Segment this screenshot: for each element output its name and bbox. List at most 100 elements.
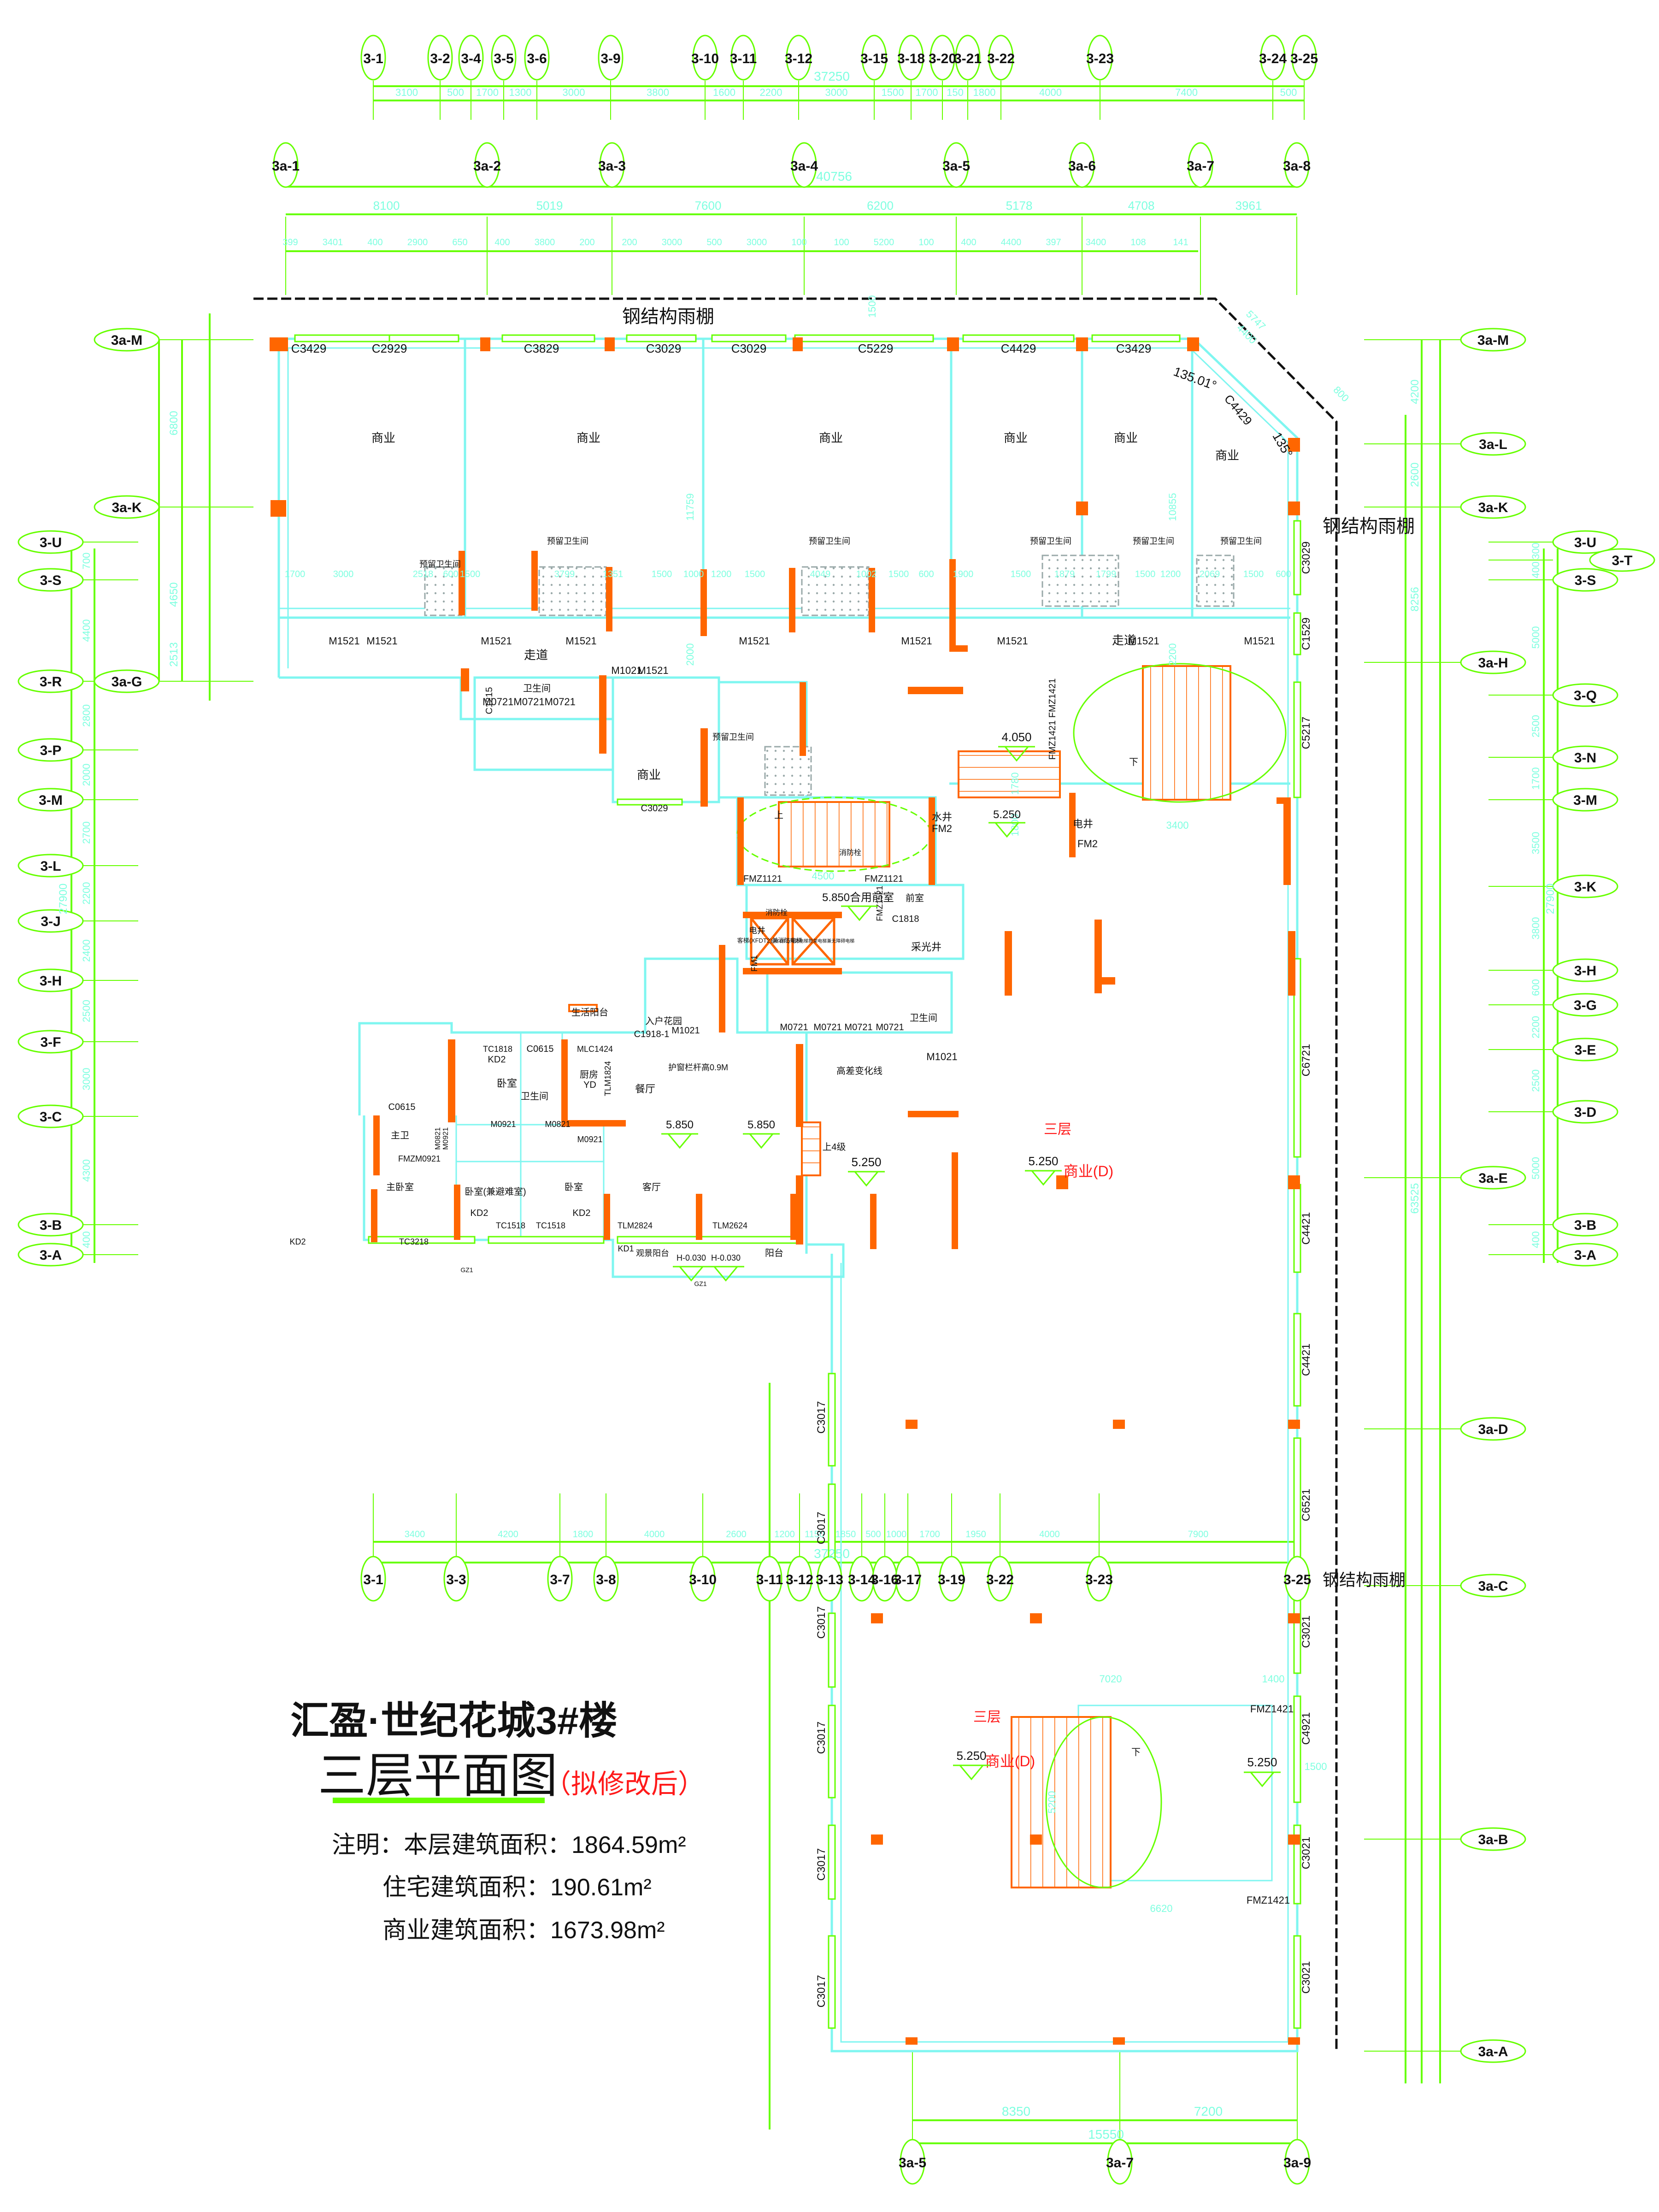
residence-c0615-b: C0615 <box>388 1102 416 1112</box>
dimension-corridor: 3799 <box>554 569 575 579</box>
room-label: 卫生间 <box>523 683 551 694</box>
dimension-left: 2200 <box>81 882 92 905</box>
dimension-right: 5000 <box>1530 626 1541 649</box>
stairs <box>736 663 1287 1888</box>
axis-right: 3-K <box>1574 879 1597 895</box>
axis-left-3a: 3a-K <box>112 500 141 515</box>
column <box>270 337 288 351</box>
wall-segment <box>459 551 465 615</box>
dimension-bottom-total: 37250 <box>814 1546 850 1561</box>
axis-top-bubble <box>861 35 887 81</box>
axis-right-bubble <box>1552 1213 1618 1237</box>
axis-top: 3-5 <box>494 51 513 66</box>
axis-left: 3-R <box>40 674 62 690</box>
level-marker-icon <box>998 746 1035 762</box>
dimension-top-3a-detail: 141 <box>1173 237 1188 248</box>
window-right-5 <box>1293 1184 1301 1273</box>
column <box>1288 438 1300 452</box>
dimension-shop-depth-2: 10855 <box>1167 493 1178 521</box>
dimension-bottom: 500 <box>865 1529 881 1540</box>
axis-top-3a-bubble <box>791 142 817 188</box>
revision-status: （拟修改后） <box>544 1769 705 1799</box>
dimension-top-3a-detail: 400 <box>494 237 510 248</box>
axis-top-3a: 3a-7 <box>1187 159 1214 174</box>
dimension-top-total: 37250 <box>814 69 850 83</box>
axis-top: 3-1 <box>363 51 383 66</box>
axis-top-3a-bubble <box>599 142 625 188</box>
residence-m0821-b: M0821 <box>434 1127 442 1150</box>
level-marker-icon <box>1025 1170 1062 1186</box>
axis-right-3a-bubble <box>1460 1574 1526 1598</box>
axis-bottom-bubble <box>690 1556 716 1602</box>
axis-bottom: 3-13 <box>816 1572 843 1587</box>
dimension-corridor: 2069 <box>1200 569 1220 579</box>
axis-left: 3-B <box>40 1218 62 1233</box>
residence-view-balcony: 观景阳台 <box>636 1249 669 1258</box>
door-label: M1021 <box>611 665 642 676</box>
dimension-top-3a-detail: 397 <box>1046 237 1061 248</box>
window-lower-3 <box>828 1612 836 1688</box>
axis-bottom-bubble <box>443 1556 469 1602</box>
dimension-top-3a-detail: 2900 <box>407 237 428 248</box>
window-top-4 <box>626 334 697 342</box>
axis-right-3a: 3a-E <box>1478 1171 1507 1186</box>
wall-segment <box>790 1194 797 1240</box>
note-residential-area: 住宅建筑面积：190.61m² <box>382 1874 652 1901</box>
residence-bedroom-1: 卧室 <box>497 1078 517 1089</box>
door-label: M1521 <box>637 665 668 676</box>
dimension-right: 2200 <box>1530 1016 1541 1038</box>
level-marker-icon <box>841 905 878 921</box>
wall-segment <box>869 568 875 632</box>
dimension-right-3a: 8256 <box>1409 587 1421 611</box>
dimension-corridor: 1500 <box>745 569 765 579</box>
dimension-left: 2400 <box>81 939 92 962</box>
door-label: FMZ1121 <box>865 874 903 884</box>
lift-cross <box>750 917 789 965</box>
lifts <box>743 912 842 974</box>
wall-segment <box>737 797 744 885</box>
axis-bottom-3a: 3a-7 <box>1106 2155 1134 2171</box>
door-label: M1521 <box>366 635 397 647</box>
axis-top: 3-10 <box>691 51 719 66</box>
axis-bottom: 3-22 <box>986 1572 1014 1587</box>
axis-top-bubble <box>988 35 1014 81</box>
window-top-5 <box>711 334 787 342</box>
dimension-corridor: 1500 <box>460 569 481 579</box>
dimension-corridor-width: 2000 <box>684 643 696 666</box>
axis-top: 3-23 <box>1086 51 1114 66</box>
axis-left: 3-U <box>40 535 62 550</box>
column <box>1030 1834 1042 1845</box>
axis-top-3a-bubble <box>1188 142 1213 188</box>
dimension-bottom-3a-total: 15550 <box>1088 2127 1124 2141</box>
dimension-corridor: 600 <box>918 569 934 579</box>
canopy-label: 钢结构雨棚 <box>1323 1570 1406 1589</box>
axis-right-3a: 3a-C <box>1478 1579 1508 1594</box>
dimension-corridor: 1500 <box>888 569 909 579</box>
residence-kitchen: 厨房 <box>580 1069 598 1080</box>
residence-c0615-a: C0615 <box>527 1044 554 1054</box>
dimension-left-total: 27900 <box>57 884 70 914</box>
wall-segment <box>719 945 725 1032</box>
window-small-shop <box>617 798 683 806</box>
axis-top-bubble <box>1087 35 1113 81</box>
column <box>1187 337 1199 351</box>
window-right-11 <box>1293 1935 1301 2029</box>
stair-direction: 上 <box>774 810 783 820</box>
axis-top: 3-25 <box>1290 51 1318 66</box>
axis-bottom: 3-11 <box>756 1572 783 1587</box>
window-right-1 <box>1293 520 1301 596</box>
window-lower-4 <box>828 1705 836 1799</box>
residence-entry-door: M1021 <box>671 1026 700 1036</box>
core-wc-room <box>766 971 953 1034</box>
level-label: 5.250 <box>993 808 1021 821</box>
dimension-corridor: 1500 <box>1243 569 1264 579</box>
corridor-south-wall <box>279 676 613 720</box>
residence-kd1: KD1 <box>618 1244 634 1253</box>
dimension-bottom: 1850 <box>835 1529 856 1540</box>
dimension-corridor: 1500 <box>1011 569 1031 579</box>
axis-left: 3-L <box>41 859 61 874</box>
room-label: 卫生间 <box>910 1013 937 1023</box>
dimension-bottom: 1150 <box>805 1529 824 1540</box>
dimension-top-3a-detail: 108 <box>1130 237 1146 248</box>
